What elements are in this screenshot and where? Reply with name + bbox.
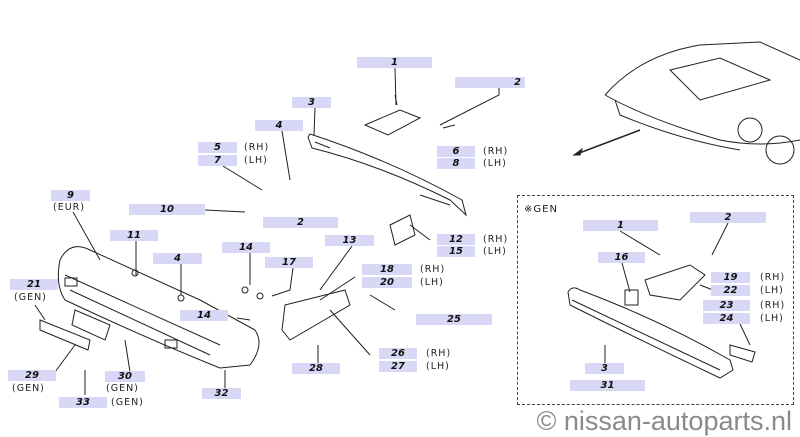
callout-17[interactable]: 17 bbox=[265, 257, 313, 268]
suffix-lh: (LH) bbox=[760, 313, 784, 324]
gen-inset-frame bbox=[517, 195, 794, 405]
callout-15[interactable]: 15 bbox=[437, 246, 475, 257]
suffix-lh: (LH) bbox=[426, 361, 450, 372]
suffix-gen: (GEN) bbox=[111, 397, 144, 408]
suffix-lh: (LH) bbox=[420, 277, 444, 288]
callout-3[interactable]: 3 bbox=[292, 97, 331, 108]
inset-callout-3[interactable]: 3 bbox=[585, 363, 624, 374]
callout-33[interactable]: 33 bbox=[59, 397, 107, 408]
bumper-reinforcement bbox=[307, 94, 467, 217]
callout-25[interactable]: 25 bbox=[416, 314, 492, 325]
callout-27[interactable]: 27 bbox=[379, 361, 417, 372]
inset-callout-19[interactable]: 19 bbox=[711, 272, 750, 283]
inset-bumper bbox=[567, 222, 756, 379]
callout-11[interactable]: 11 bbox=[110, 230, 158, 241]
callout-14[interactable]: 14 bbox=[222, 242, 270, 253]
suffix-lh: (LH) bbox=[244, 155, 268, 166]
leader-lines bbox=[34, 67, 500, 395]
callout-13[interactable]: 13 bbox=[325, 235, 374, 246]
suffix-lh: (LH) bbox=[483, 246, 507, 257]
inset-callout-24[interactable]: 24 bbox=[703, 313, 750, 324]
callout-26[interactable]: 26 bbox=[379, 348, 417, 359]
callout-30[interactable]: 30 bbox=[105, 371, 145, 382]
callout-28[interactable]: 28 bbox=[292, 363, 340, 374]
suffix-rh: (RH) bbox=[244, 142, 270, 153]
suffix-lh: (LH) bbox=[760, 285, 784, 296]
inset-callout-1[interactable]: 1 bbox=[583, 220, 658, 231]
suffix-rh: (RH) bbox=[420, 264, 446, 275]
callout-2[interactable]: 2 bbox=[455, 77, 525, 88]
suffix-lh: (LH) bbox=[483, 158, 507, 169]
suffix-rh: (RH) bbox=[483, 146, 509, 157]
watermark: © nissan-autoparts.nl bbox=[536, 406, 792, 436]
inset-callout-23[interactable]: 23 bbox=[703, 300, 750, 311]
callout-14b[interactable]: 14 bbox=[180, 310, 228, 321]
callout-1[interactable]: 1 bbox=[357, 57, 432, 68]
callout-20[interactable]: 20 bbox=[362, 277, 412, 288]
callout-18[interactable]: 18 bbox=[362, 264, 412, 275]
callout-21[interactable]: 21 bbox=[10, 279, 58, 290]
callout-4[interactable]: 4 bbox=[255, 120, 303, 131]
callout-6[interactable]: 6 bbox=[437, 146, 475, 157]
callout-12[interactable]: 12 bbox=[437, 234, 475, 245]
suffix-gen: (GEN) bbox=[14, 292, 47, 303]
callout-7[interactable]: 7 bbox=[198, 155, 237, 166]
suffix-rh: (RH) bbox=[760, 300, 786, 311]
callout-5[interactable]: 5 bbox=[198, 142, 237, 153]
inset-title: ※GEN bbox=[524, 204, 558, 215]
suffix-rh: (RH) bbox=[760, 272, 786, 283]
car-front-illustration bbox=[572, 41, 800, 165]
inset-callout-2[interactable]: 2 bbox=[690, 212, 766, 223]
callout-29[interactable]: 29 bbox=[8, 370, 56, 381]
callout-10[interactable]: 10 bbox=[129, 204, 205, 215]
suffix-eur: (EUR) bbox=[53, 202, 85, 213]
callout-4b[interactable]: 4 bbox=[153, 253, 202, 264]
inset-callout-16[interactable]: 16 bbox=[598, 252, 645, 263]
suffix-rh: (RH) bbox=[483, 234, 509, 245]
inset-callout-31[interactable]: 31 bbox=[570, 380, 645, 391]
inset-callout-22[interactable]: 22 bbox=[711, 285, 750, 296]
callout-32[interactable]: 32 bbox=[202, 388, 241, 399]
suffix-rh: (RH) bbox=[426, 348, 452, 359]
suffix-gen: (GEN) bbox=[106, 383, 139, 394]
callout-9[interactable]: 9 bbox=[51, 190, 90, 201]
suffix-gen: (GEN) bbox=[12, 383, 45, 394]
callout-8[interactable]: 8 bbox=[437, 158, 475, 169]
callout-2b[interactable]: 2 bbox=[263, 217, 338, 228]
front-bumper bbox=[39, 214, 416, 369]
